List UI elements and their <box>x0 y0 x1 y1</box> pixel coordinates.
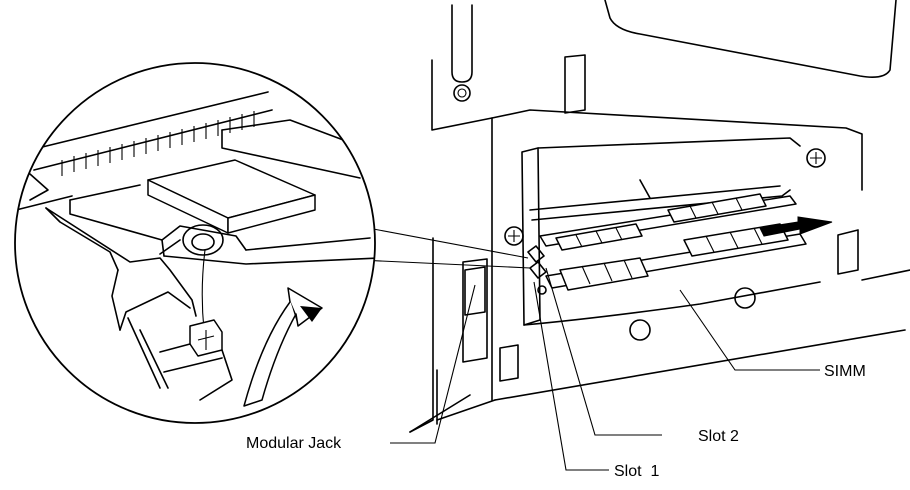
simm-module-slot1 <box>545 223 807 291</box>
simm-module-slot2 <box>539 193 797 251</box>
screw-top-right <box>806 148 826 168</box>
leader-modular-jack <box>390 284 476 444</box>
insert-arrow-icon <box>759 216 833 237</box>
slot-clips <box>527 245 547 295</box>
simm-label: SIMM <box>824 363 866 380</box>
zoom-callout-lines <box>359 227 531 269</box>
label-plates <box>462 54 859 382</box>
leader-lines <box>390 267 820 471</box>
leader-simm <box>679 289 820 371</box>
leader-slot1 <box>533 281 609 471</box>
slot2-label: Slot 2 <box>698 428 739 445</box>
modular-jack-label: Modular Jack <box>246 435 342 452</box>
simm-bay <box>521 137 821 341</box>
top-post <box>451 4 473 102</box>
slot1-label: Slot 1 <box>614 463 659 480</box>
leader-slot2 <box>545 267 662 436</box>
magnified-detail <box>14 62 376 424</box>
machine-body <box>409 0 910 433</box>
